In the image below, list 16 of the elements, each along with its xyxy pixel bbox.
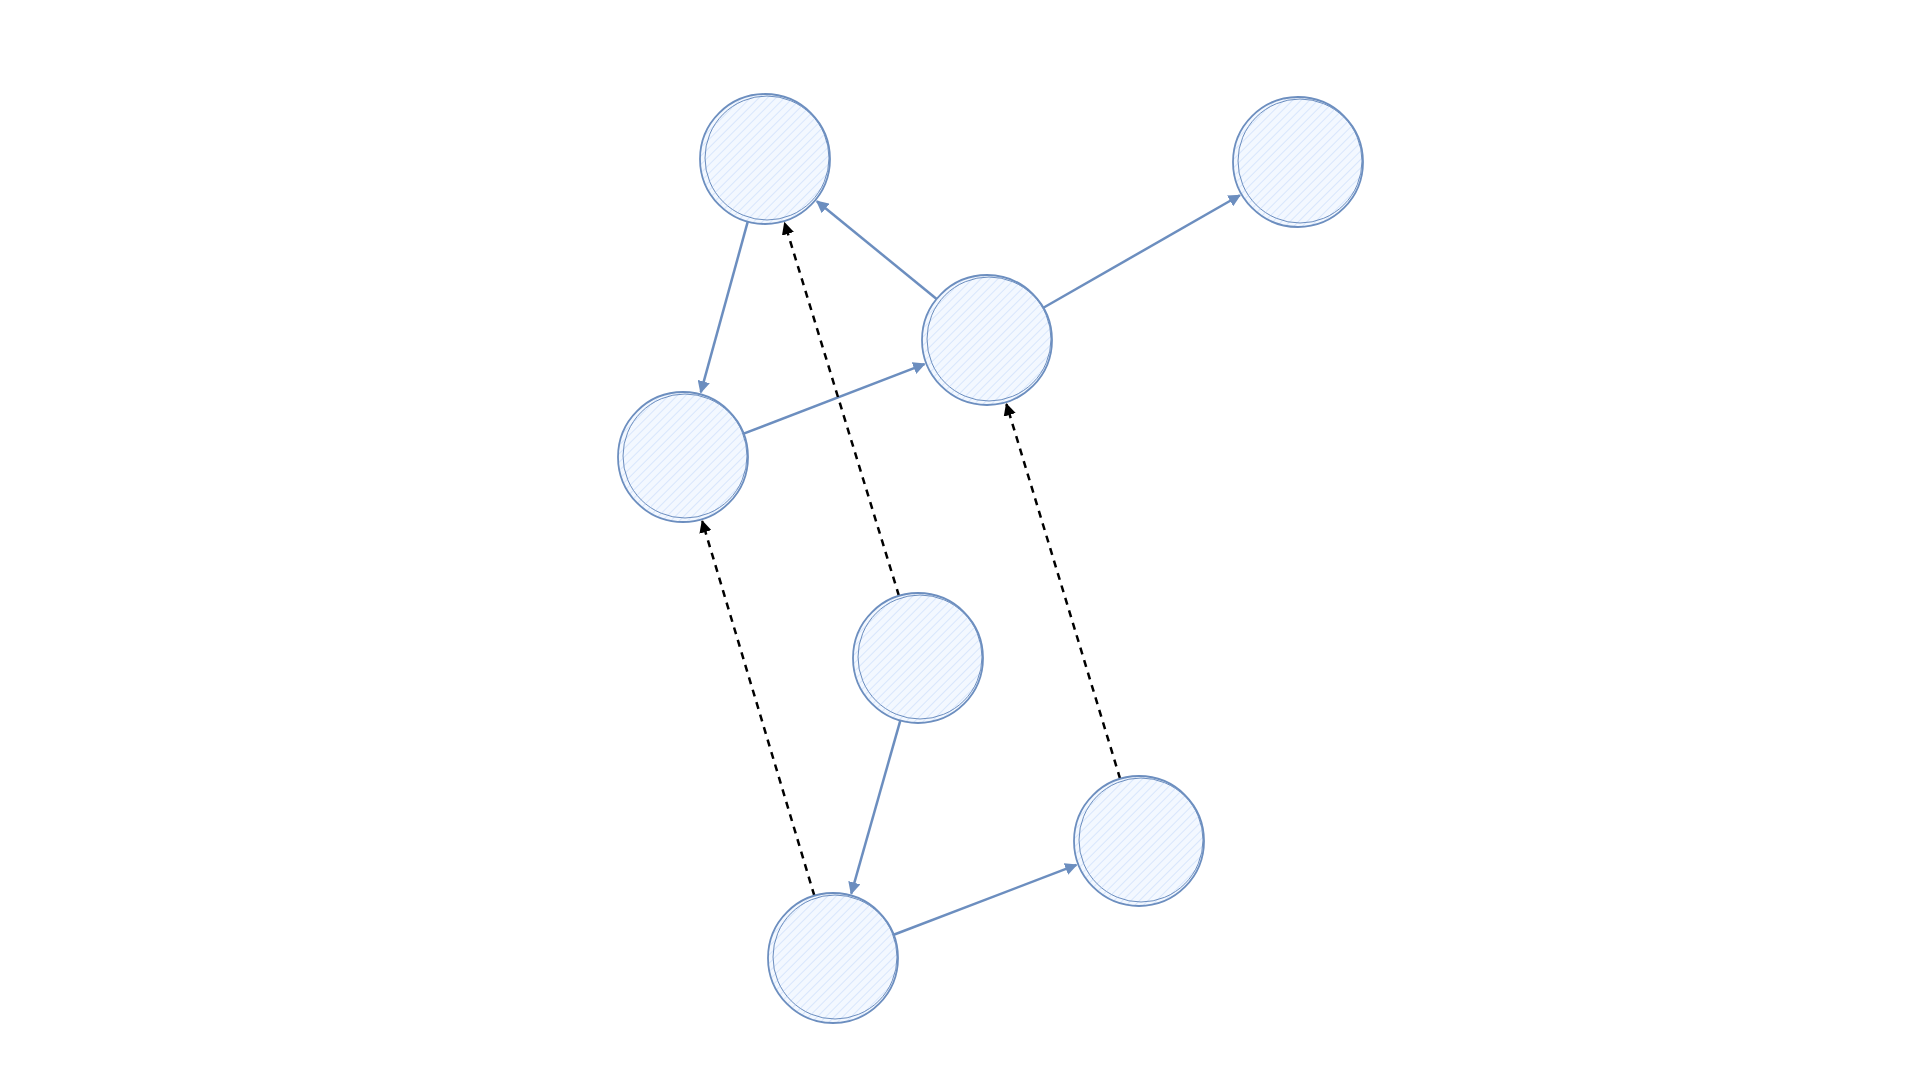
arrow xyxy=(743,362,926,435)
hatched-circle xyxy=(1232,96,1364,228)
arrow xyxy=(697,221,749,394)
arrow xyxy=(815,200,938,300)
hatched-circle xyxy=(617,391,749,523)
hatched-circle xyxy=(921,274,1053,406)
arrow xyxy=(1042,194,1241,309)
dashed-arrow xyxy=(699,520,816,897)
hatched-circle xyxy=(852,592,984,724)
hatched-circle xyxy=(767,892,899,1024)
arrow xyxy=(893,863,1078,936)
dashed-arrow xyxy=(1003,402,1122,780)
arrow xyxy=(848,720,902,895)
hatched-circle xyxy=(1073,775,1205,907)
hatched-circle xyxy=(699,93,831,225)
dashed-arrow xyxy=(781,221,901,597)
